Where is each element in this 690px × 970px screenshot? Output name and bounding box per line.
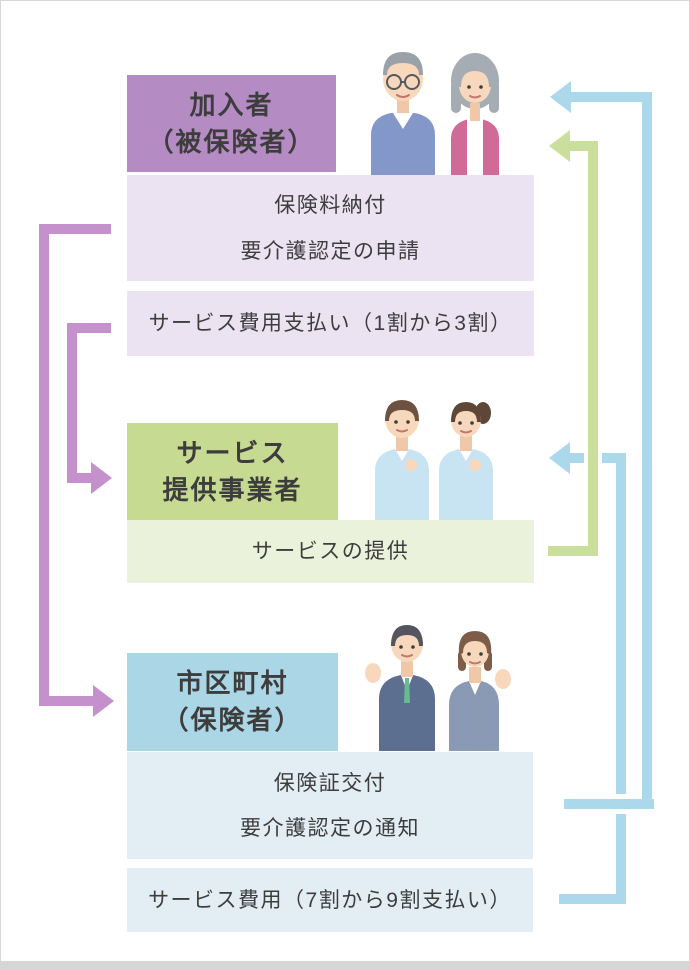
arrow-head-left-icon — [550, 81, 571, 113]
municipality-header-label: 市区町村 — [176, 668, 289, 698]
arrow-segment — [67, 323, 111, 333]
municipality-header: 市区町村 （保険者） — [127, 653, 338, 751]
arrow-head-right-icon — [91, 462, 112, 494]
arrow-segment — [39, 224, 49, 706]
certification-notice-label: 要介護認定の通知 — [240, 816, 420, 840]
bottom-edge-divider — [1, 961, 689, 969]
arrow-segment — [642, 92, 652, 809]
premium-payment-label: 保険料納付 — [274, 193, 387, 217]
care-workers-illustration — [375, 400, 493, 520]
service-cost-payment-label: サービス費用（7割から9割支払い） — [148, 888, 512, 912]
service-provision-label: サービスの提供 — [251, 540, 410, 563]
arrow-segment — [616, 453, 626, 794]
arrow-segment — [602, 453, 626, 463]
municipality-actions-box: 保険証交付 要介護認定の通知 — [127, 752, 533, 859]
arrow-segment — [77, 473, 91, 483]
elderly-couple-illustration — [371, 52, 499, 175]
arrow-segment — [49, 696, 93, 706]
arrow-segment — [616, 814, 626, 904]
arrow-head-left-icon — [549, 130, 570, 162]
insured-header-label: 加入者 — [189, 89, 274, 120]
arrow-head-right-icon — [93, 685, 114, 717]
municipal-staff-illustration — [365, 625, 511, 751]
arrow-head-left-icon — [549, 442, 570, 474]
service-fee-payment-label: サービス費用支払い（1割から3割） — [148, 312, 513, 335]
provider-service-box: サービスの提供 — [127, 520, 534, 583]
municipality-payment-box: サービス費用（7割から9割支払い） — [127, 868, 533, 932]
arrow-segment — [564, 799, 654, 809]
arrow-segment — [571, 92, 642, 102]
insured-header-sublabel: （被保険者） — [147, 126, 316, 157]
insured-payment-box: サービス費用支払い（1割から3割） — [127, 291, 534, 356]
arrow-segment — [569, 141, 588, 151]
insured-actions-box: 保険料納付 要介護認定の申請 — [127, 175, 534, 281]
arrow-segment — [548, 546, 598, 556]
provider-header: サービス 提供事業者 — [127, 423, 338, 520]
certification-application-label: 要介護認定の申請 — [240, 239, 421, 263]
municipality-header-sublabel: （保険者） — [162, 705, 303, 735]
arrow-segment — [67, 323, 77, 483]
card-issuance-label: 保険証交付 — [273, 771, 387, 795]
provider-header-label: サービス — [176, 437, 289, 468]
provider-header-sublabel: 提供事業者 — [162, 474, 303, 505]
insured-header: 加入者 （被保険者） — [127, 75, 336, 172]
arrow-segment — [559, 894, 626, 904]
arrow-segment — [569, 453, 584, 463]
arrow-segment — [39, 224, 111, 234]
arrow-segment — [588, 141, 598, 556]
